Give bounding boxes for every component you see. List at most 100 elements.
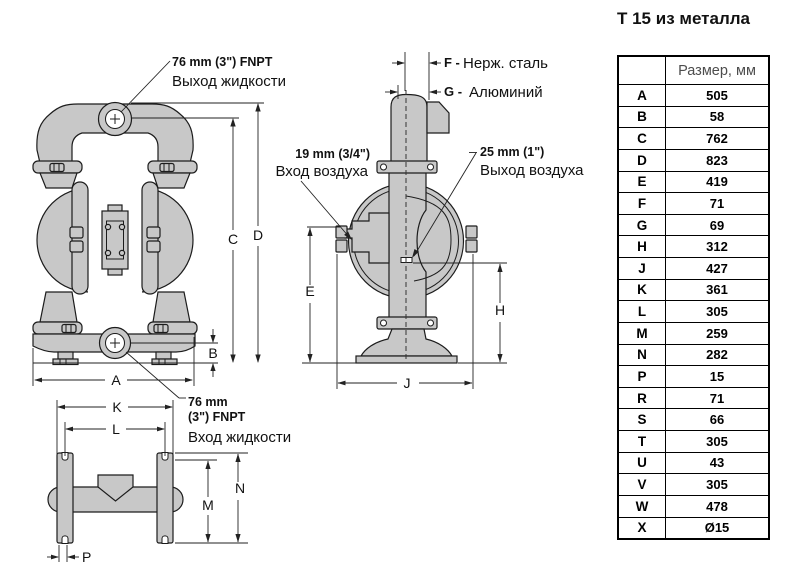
dim-value-cell: 15 (709, 368, 725, 384)
dim-value-cell: 71 (709, 390, 725, 406)
dim-value-cell: 419 (706, 174, 728, 190)
dim-label-d: D (253, 227, 263, 243)
dim-letter-cell: C (619, 128, 666, 149)
dim-value-cell: 282 (706, 347, 728, 363)
table-row: L 305 (619, 300, 768, 322)
dim-letter-cell: L (619, 301, 666, 322)
dim-letter-cell: M (619, 322, 666, 344)
table-row: X Ø15 (619, 516, 768, 539)
dim-letter-cell: A (619, 85, 666, 106)
material-g-label: Алюминий (469, 84, 543, 101)
dim-label-k: K (112, 399, 122, 415)
dim-value-cell: 58 (709, 109, 725, 125)
table-row: N 282 (619, 343, 768, 366)
front-view (32, 101, 198, 366)
dim-letter-cell: K (619, 279, 666, 301)
fluid-outlet-size-label: 76 mm (3") FNPT (172, 55, 273, 69)
table-row: K 361 (619, 278, 768, 301)
clamp-ear (465, 239, 478, 253)
dim-letter-cell: N (619, 344, 666, 366)
fluid-inlet-size-line2: (3") FNPT (188, 410, 246, 424)
dim-value-cell: 312 (706, 239, 728, 255)
dim-value-cell: 69 (709, 217, 725, 233)
dim-value-cell: 305 (706, 304, 728, 320)
dim-value-cell: Ø15 (704, 520, 730, 536)
dim-value-cell: 823 (706, 152, 728, 168)
dim-value-cell: 478 (706, 498, 728, 514)
top-flange (376, 160, 438, 174)
dim-letter-cell: V (619, 474, 666, 495)
table-header-size-cell: Размер, мм (678, 62, 756, 79)
center-cap (97, 474, 134, 502)
table-row: A 505 (619, 84, 768, 106)
dim-value-cell: 305 (706, 477, 728, 493)
dim-label-m: M (202, 497, 214, 513)
dim-letter-cell: T (619, 431, 666, 452)
air-inlet-label: Вход воздуха (275, 163, 368, 180)
table-row: T 305 (619, 430, 768, 452)
table-row: G 69 (619, 213, 768, 236)
dim-value-cell: 427 (706, 260, 728, 276)
dim-letter-cell: J (619, 258, 666, 279)
table-row: C 762 (619, 127, 768, 149)
table-row: J 427 (619, 257, 768, 279)
dim-label-e: E (305, 283, 314, 299)
air-inlet-size-label: 19 mm (3/4") (295, 147, 370, 161)
exhaust-elbow (426, 101, 450, 134)
air-outlet-size-label: 25 mm (1") (480, 145, 544, 159)
dim-label-c: C (228, 231, 238, 247)
center-block (101, 210, 129, 270)
table-row: S 66 (619, 408, 768, 430)
air-outlet-label: Выход воздуха (480, 162, 584, 179)
table-row: E 419 (619, 170, 768, 193)
dim-value-cell: 762 (706, 131, 728, 147)
side-view (335, 90, 478, 364)
dim-label-l: L (112, 421, 120, 437)
material-f-label: Нерж. сталь (463, 55, 548, 72)
table-header-row: Размер, мм (619, 57, 768, 84)
dim-letter-cell: G (619, 214, 666, 236)
dim-letter-cell: X (619, 517, 666, 539)
dim-letter-cell: P (619, 366, 666, 387)
dim-label-n: N (235, 480, 245, 496)
table-header-dim-cell (619, 57, 666, 84)
dim-letter-cell: H (619, 236, 666, 257)
table-row: W 478 (619, 494, 768, 517)
pump-technical-drawing: 76 mm (3") FNPT Выход жидкости F - Нерж.… (32, 52, 584, 565)
dim-letter-cell: U (619, 452, 666, 474)
dim-letter-cell: W (619, 495, 666, 517)
top-manifold (36, 103, 194, 164)
fluid-inlet-label: Вход жидкости (188, 429, 291, 446)
fluid-outlet-label: Выход жидкости (172, 73, 286, 90)
foot (156, 452, 174, 544)
table-row: P 15 (619, 365, 768, 387)
dim-value-cell: 71 (709, 195, 725, 211)
material-g-key: G - (444, 84, 462, 99)
dim-value-cell: 361 (706, 282, 728, 298)
dim-label-b: B (208, 345, 217, 361)
bottom-view (47, 452, 184, 544)
dim-letter-cell: R (619, 387, 666, 409)
foot (56, 452, 74, 544)
table-row: V 305 (619, 473, 768, 495)
page-title: Т 15 из металла (617, 9, 751, 28)
table-row: H 312 (619, 235, 768, 257)
labels: 76 mm (3") FNPT Выход жидкости F - Нерж.… (82, 55, 584, 565)
dimensions (32, 52, 507, 562)
dim-letter-cell: D (619, 149, 666, 171)
table-row: U 43 (619, 451, 768, 474)
dim-value-cell: 43 (709, 455, 725, 471)
air-exhaust-pipe (390, 93, 428, 163)
dim-label-p: P (82, 549, 91, 565)
dim-letter-cell: S (619, 409, 666, 430)
dim-letter-cell: E (619, 171, 666, 193)
clamp-ear (465, 225, 478, 239)
clamp-ear (335, 239, 348, 253)
dim-value-cell: 66 (709, 412, 725, 428)
dim-value-cell: 305 (706, 433, 728, 449)
fluid-inlet-size-line1: 76 mm (188, 395, 228, 409)
dim-value-cell: 505 (706, 87, 728, 103)
